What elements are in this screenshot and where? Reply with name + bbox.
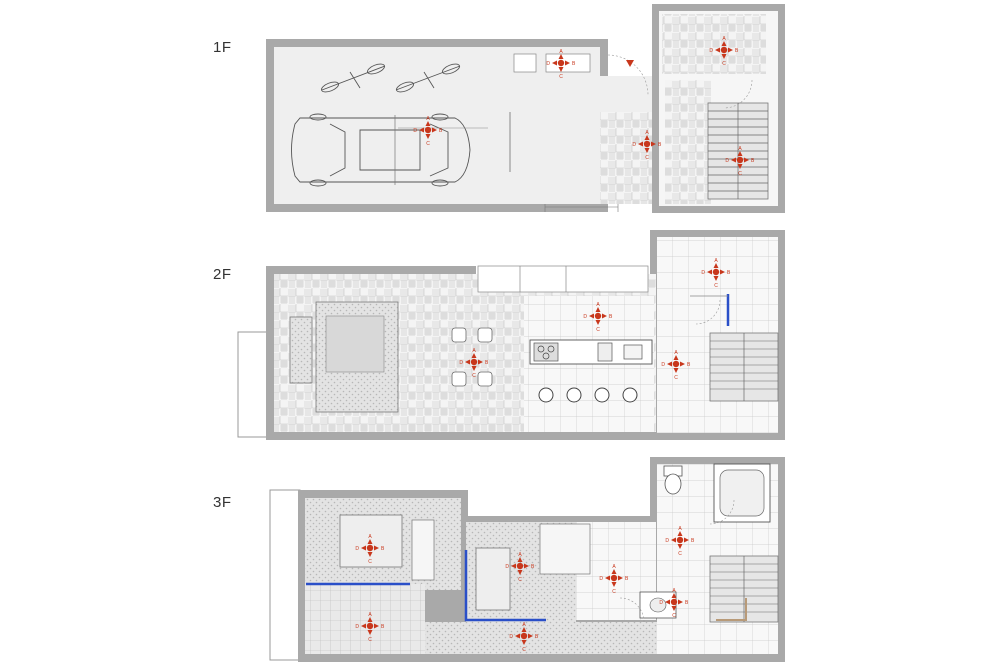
floor-label-1f: 1F [213, 39, 232, 56]
bed-icon [475, 547, 511, 611]
motorcycle-icon [395, 63, 461, 93]
stair-icon [709, 555, 779, 623]
entrance-arrow-icon [626, 60, 634, 67]
floor-label-2f: 2F [213, 266, 232, 283]
sofa-icon [289, 316, 313, 384]
chair-icon [451, 327, 493, 387]
stove-icon [533, 342, 559, 362]
stair-icon [709, 332, 779, 402]
motorcycle-icon [321, 63, 386, 93]
sink-icon [597, 342, 613, 362]
sink-icon [513, 53, 537, 73]
stool-icon [538, 387, 638, 403]
toilet-icon [663, 465, 683, 495]
kitchen-island [529, 339, 653, 365]
entrance-floor [600, 112, 662, 204]
car-icon [291, 113, 471, 187]
floor-plan-2f [237, 230, 785, 440]
floor-label-3f: 3F [213, 494, 232, 511]
bathtub-icon [713, 463, 771, 523]
floor-plan-1f [266, 4, 785, 213]
garage-floor [274, 47, 600, 204]
floor-plan-3f [269, 457, 785, 662]
